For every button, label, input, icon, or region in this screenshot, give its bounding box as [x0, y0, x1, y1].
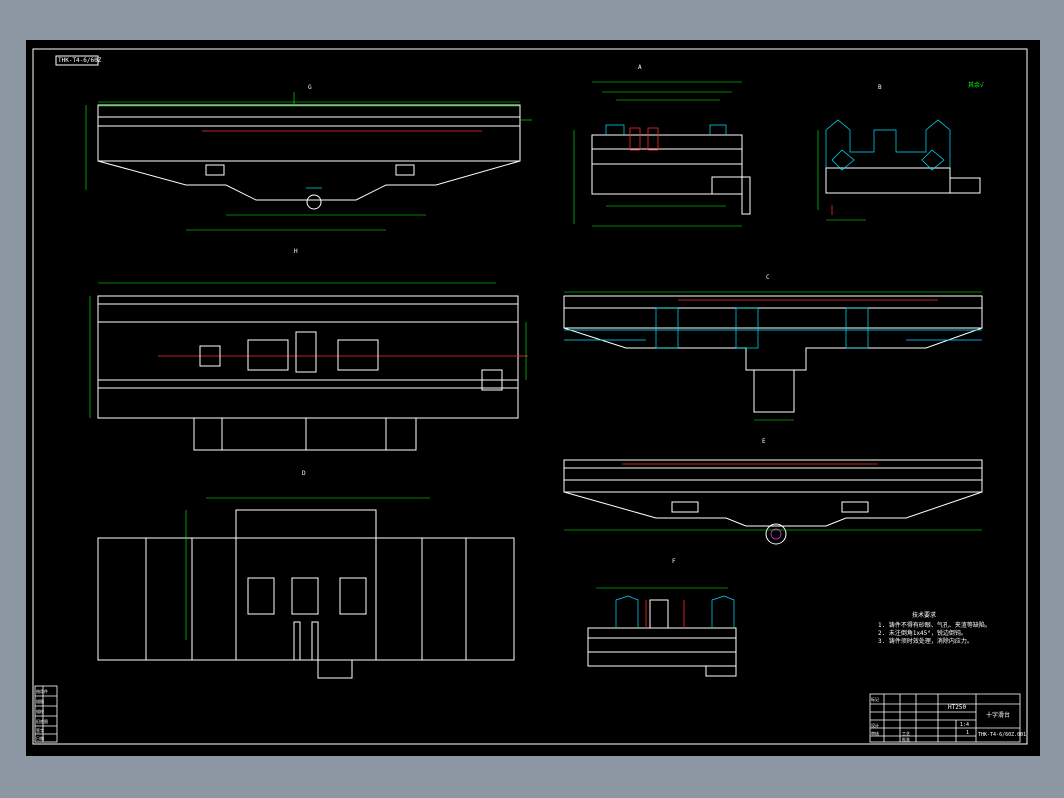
left-revision-strip	[34, 685, 58, 743]
view-section-b	[817, 119, 981, 221]
left-strip-item-6: 日期	[36, 736, 44, 741]
title-scale: 1:4	[960, 722, 970, 728]
view-marker-b: B	[878, 84, 882, 91]
view-marker-e: E	[762, 438, 766, 445]
title-material: HT250	[948, 704, 967, 711]
view-marker-c: C	[766, 274, 770, 281]
note-line-1: 1. 铸件不得有砂眼、气孔、夹渣等缺陷。	[878, 622, 991, 629]
roughness-symbol: 其余√	[968, 82, 984, 89]
drawing-sheet: THK-T4-6/60Z A B C D E F G H 其余√ 技术要求 1.…	[26, 40, 1040, 756]
inner-border	[32, 48, 1028, 745]
title-sheet: 1	[966, 730, 970, 736]
title-drawing-number: THK-T4-6/60Z.001	[978, 732, 1027, 738]
title-row-1: 标记	[871, 697, 879, 702]
title-role-1: 设计	[871, 723, 879, 728]
left-strip-item-4: 旧底图	[36, 719, 48, 724]
left-strip-item-2: 描图	[36, 699, 44, 704]
view-section-d	[587, 587, 737, 677]
view-plan-bottom	[97, 497, 515, 679]
view-marker-a: A	[638, 64, 642, 71]
title-role-2: 审核	[871, 731, 879, 736]
view-front-elevation	[85, 92, 532, 231]
title-role-3: 工艺	[902, 731, 910, 736]
view-marker-f: F	[672, 558, 676, 565]
note-line-2: 2. 未注倒角1x45°，锐边倒钝。	[878, 630, 967, 637]
view-plan-top	[89, 282, 528, 451]
view-section-c	[563, 291, 983, 421]
title-role-4: 批准	[902, 737, 910, 742]
view-marker-g: G	[308, 84, 312, 91]
notes-title: 技术要求	[912, 612, 937, 619]
view-elevation-bottom	[563, 459, 983, 545]
left-strip-item-5: 签字	[36, 728, 44, 733]
view-marker-h: H	[294, 248, 298, 255]
title-block-frame	[869, 693, 1021, 743]
note-line-3: 3. 铸件须时效处理，消除内应力。	[878, 638, 973, 645]
view-section-a	[573, 81, 751, 227]
left-strip-item-1: 借用件	[36, 689, 48, 694]
view-marker-d: D	[302, 470, 306, 477]
cad-drawing	[32, 48, 1028, 745]
drawing-code-label: THK-T4-6/60Z	[58, 57, 102, 64]
code-label-box	[55, 55, 99, 66]
left-strip-item-3: 描校	[36, 709, 44, 714]
title-part-name: 十字滑台	[986, 712, 1011, 719]
